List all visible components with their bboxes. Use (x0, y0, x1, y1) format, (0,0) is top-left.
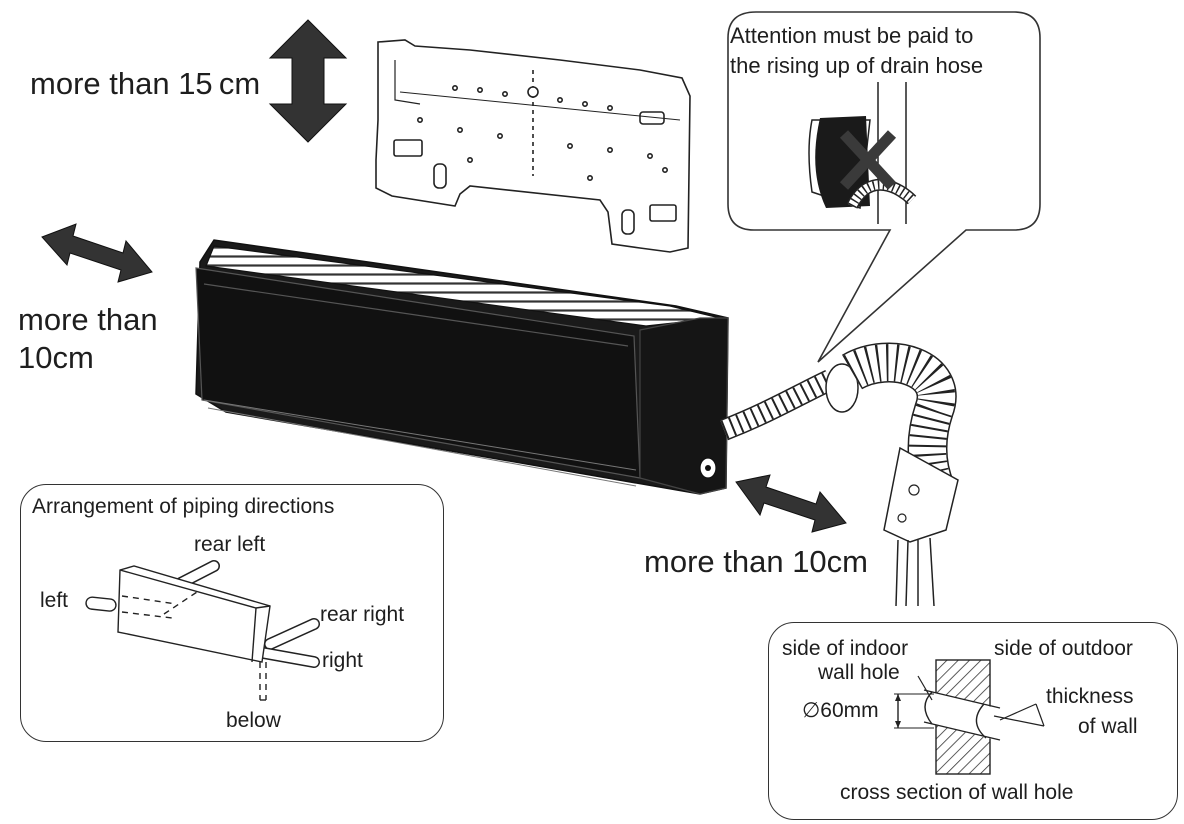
left-double-arrow-icon (41, 223, 153, 283)
piping-directions-box (20, 484, 444, 742)
mounting-plate (375, 39, 691, 253)
drain-note-line1: Attention must be paid to (730, 23, 974, 48)
right-double-arrow-icon (735, 474, 847, 533)
piping-rear-left-label: rear left (194, 533, 266, 556)
piping-left-label: left (40, 589, 69, 612)
wall-hole-box (768, 622, 1178, 820)
piping-rear-right-label: rear right (320, 603, 405, 626)
wall-hole-indoor-line1: side of indoor (782, 637, 909, 660)
piping-below-label: below (226, 709, 281, 732)
wall-hole-outdoor-label: side of outdoor (994, 637, 1133, 660)
wall-thickness-line1: thickness (1046, 685, 1134, 708)
right-clearance-label: more than 10cm (644, 544, 868, 579)
wall-hole-caption: cross section of wall hole (840, 781, 1074, 804)
wall-thickness-line2: of wall (1078, 715, 1138, 738)
indoor-unit (195, 239, 729, 495)
piping-right-label: right (322, 649, 363, 672)
wall-hole-indoor-line2: wall hole (818, 661, 900, 684)
prohibited-x-icon (839, 130, 897, 190)
top-clearance-label: more than 15 cm (30, 66, 261, 101)
wall-hole-cross-section (894, 659, 1045, 775)
piping-directions-sketch (85, 560, 320, 701)
piping-box-title: Arrangement of piping directions (32, 495, 335, 518)
piping-hose (719, 342, 959, 607)
drain-note-line2: the rising up of drain hose (730, 53, 984, 78)
vertical-double-arrow-icon (268, 19, 348, 143)
left-clearance-label-line1: more than (18, 302, 158, 337)
left-clearance-label-line2: 10cm (18, 340, 94, 375)
wall-hole-diameter-label: ∅60mm (802, 699, 879, 722)
